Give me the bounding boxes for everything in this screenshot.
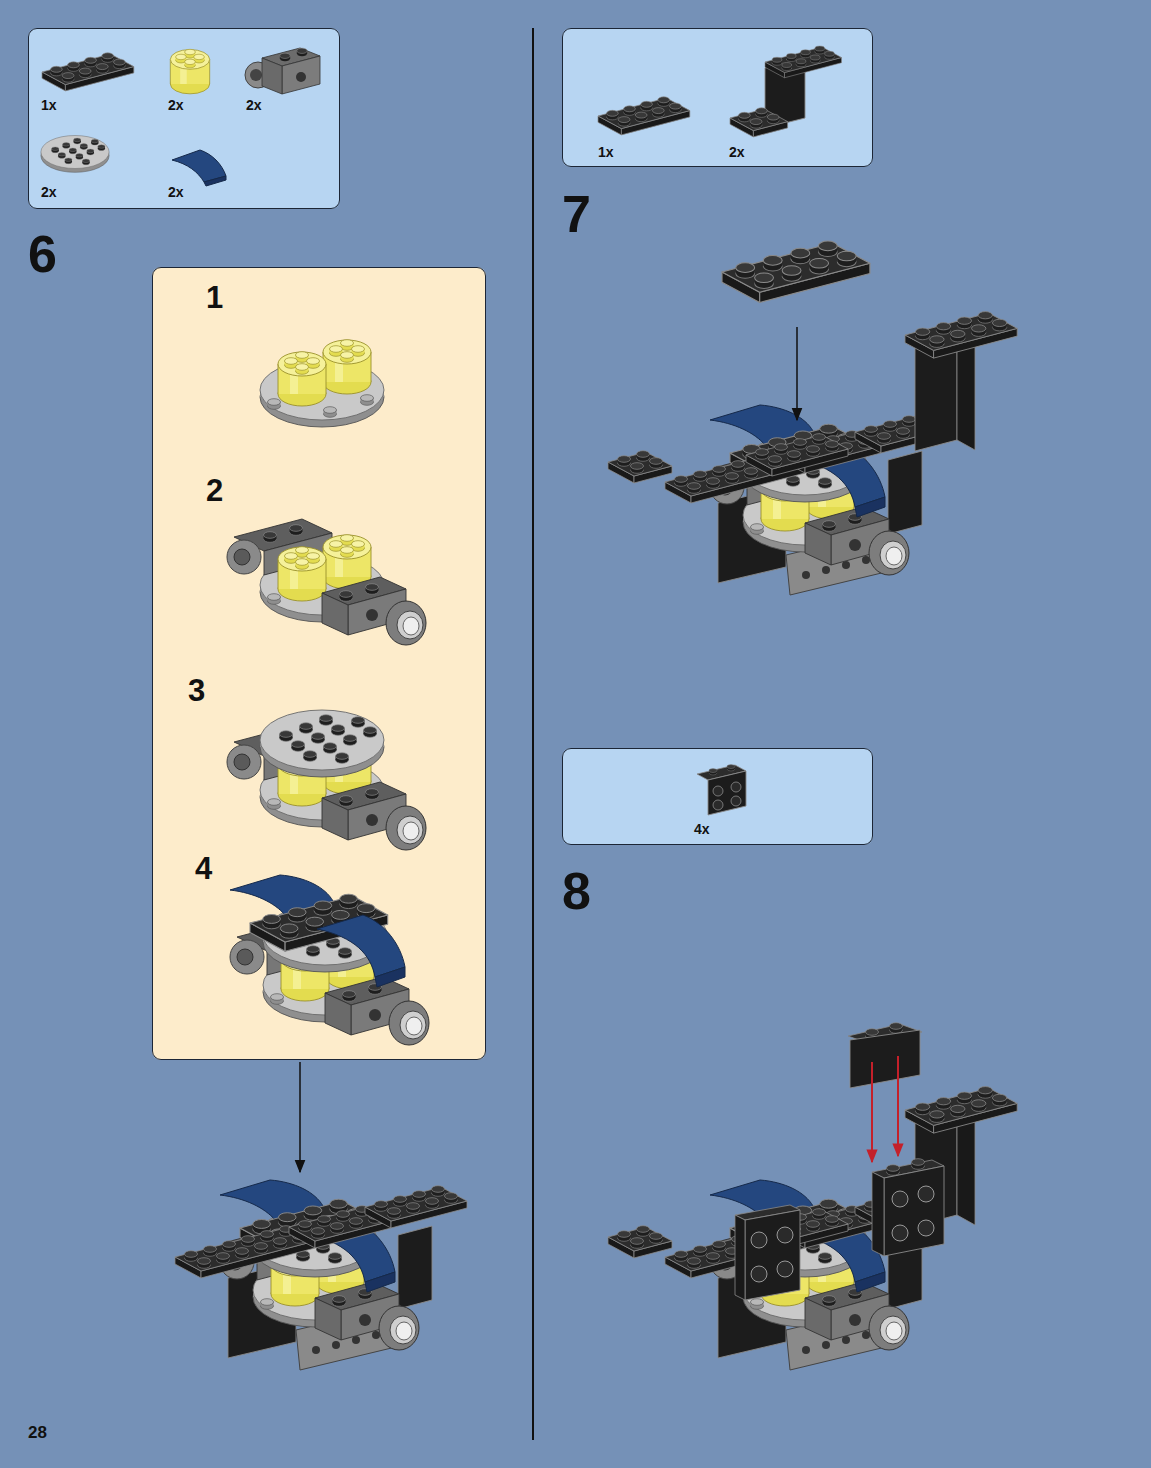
box-fill [28, 28, 340, 209]
box-fill [562, 28, 873, 167]
substep-number: 1 [206, 282, 223, 313]
substep-number: 2 [206, 475, 223, 506]
page-number: 28 [28, 1424, 47, 1441]
substep-number: 3 [188, 675, 205, 706]
parts-list-box: 4x [562, 748, 873, 845]
quantity-label: 1x [598, 144, 614, 160]
substep-number: 4 [195, 853, 212, 884]
box-fill [152, 267, 486, 1060]
quantity-label: 2x [168, 97, 184, 113]
quantity-label: 2x [41, 184, 57, 200]
quantity-label: 4x [694, 821, 710, 837]
quantity-label: 2x [168, 184, 184, 200]
quantity-label: 1x [41, 97, 57, 113]
quantity-label: 2x [246, 97, 262, 113]
quantity-label: 2x [729, 144, 745, 160]
parts-list-box: 1x 2x 2x 2x 2x [28, 28, 340, 209]
step-number: 7 [562, 188, 591, 240]
substep-panel: 1 2 3 4 [152, 267, 486, 1060]
step-number: 8 [562, 865, 591, 917]
parts-list-box: 1x 2x [562, 28, 873, 167]
box-fill [562, 748, 873, 845]
step-number: 6 [28, 228, 57, 280]
